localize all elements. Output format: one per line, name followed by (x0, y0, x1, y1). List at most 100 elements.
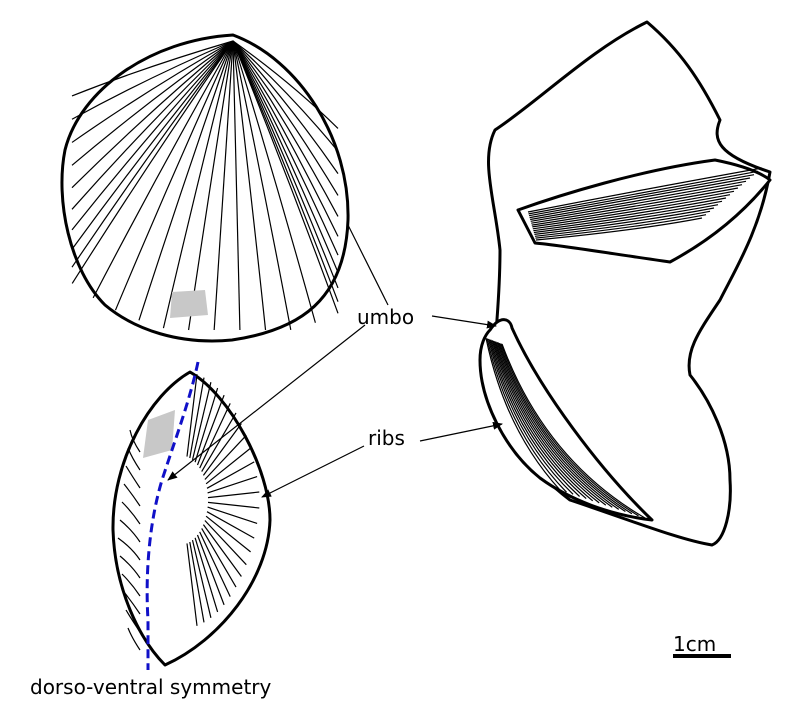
valve-rib-line (232, 40, 339, 273)
valve-rib-line (232, 40, 339, 174)
edge-ribs-right (186, 374, 260, 626)
upper-rib-line (531, 187, 739, 224)
edge-rib-line (201, 412, 237, 472)
edge-rib-line (121, 501, 141, 525)
valve-rib-line (71, 40, 234, 250)
edge-rib-line (205, 447, 251, 485)
scale-bar-label: 1cm (673, 632, 716, 656)
valve-rib-line (162, 40, 234, 329)
lower-rib-line (495, 341, 613, 508)
scale-bar (673, 654, 731, 658)
edge-ribs-left (117, 429, 141, 651)
lower-rib-line (492, 340, 600, 504)
symmetry-label: dorso-ventral symmetry (30, 675, 272, 699)
edge-rib-line (207, 476, 258, 494)
umbo-leader-edge (167, 324, 366, 481)
valve-rib-line (232, 40, 339, 196)
lower-rib-line (500, 343, 639, 517)
upper-rib-line (528, 170, 759, 215)
valve-rib-line (232, 40, 241, 331)
lower-rib-line (489, 339, 581, 497)
edge-rib-line (186, 374, 198, 457)
umbo-leader-top (347, 224, 389, 306)
valve-rib-line (71, 40, 234, 231)
valve-rib-line (232, 40, 339, 314)
lower-rib-line (487, 338, 574, 495)
edge-rib-line (201, 528, 237, 588)
valve-rib-line (232, 40, 339, 237)
edge-rib-line (202, 423, 242, 476)
lower-rib-line (490, 339, 587, 500)
upper-rib-line (532, 194, 731, 228)
valve-rib-line (71, 40, 234, 166)
edge-rib-line (129, 429, 141, 453)
valve-rib-line (232, 40, 316, 323)
lower-rib-line (491, 340, 594, 502)
valve-rib-line (232, 40, 339, 217)
upper-rib-line (528, 174, 755, 217)
valve-rib-line (232, 40, 339, 302)
upper-rib-line (533, 204, 719, 234)
valve-rib-line (213, 40, 234, 331)
edge-rib-line (202, 524, 242, 577)
edge-rib-line (204, 520, 247, 566)
valve-rib-line (232, 40, 267, 331)
edge-rib-line (119, 555, 141, 579)
ribbed-face-lower (478, 318, 654, 522)
attachment-scar-top (170, 290, 208, 318)
valve-rib-line (232, 40, 292, 330)
lower-rib-line (498, 342, 633, 515)
ribs-leader-edge (261, 445, 365, 498)
edge-rib-line (205, 515, 251, 553)
twisted-shell (478, 20, 772, 547)
edge-rib-line (189, 377, 205, 459)
upper-rib-line (535, 217, 703, 241)
edge-rib-line (125, 465, 141, 489)
lower-rib-line (501, 343, 646, 519)
valve-rib-line (114, 40, 234, 311)
upper-ribs (527, 167, 763, 241)
edge-rib-line (206, 461, 255, 489)
upper-rib-line (529, 177, 751, 219)
upper-rib-line (531, 190, 735, 226)
edge-rib-line (199, 531, 231, 597)
upper-rib-line (532, 197, 727, 230)
valve-rib-line (71, 40, 234, 268)
ribs-label: ribs (368, 426, 405, 450)
upper-rib-line (527, 167, 763, 213)
attachment-scar-edge (143, 410, 175, 458)
edge-rib-line (207, 501, 260, 509)
upper-rib-line (530, 180, 747, 221)
edge-rib-line (194, 537, 219, 613)
edge-rib-line (207, 506, 258, 524)
edge-rib-line (206, 511, 255, 539)
symmetry-axis (145, 361, 200, 670)
valve-rib-line (71, 40, 234, 284)
valve-side-view (60, 33, 350, 343)
edge-rib-line (123, 591, 141, 615)
edge-rib-line (199, 403, 231, 469)
valve-rib-line (232, 40, 339, 129)
valve-rib-line (71, 40, 234, 120)
edge-rib-line (207, 491, 260, 499)
valve-rib-line (71, 40, 234, 210)
lower-ribs (485, 337, 646, 519)
valve-rib-line (71, 40, 234, 143)
upper-rib-line (530, 184, 743, 222)
edge-rib-line (191, 539, 212, 618)
upper-rib-line (533, 200, 723, 232)
upper-rib-line (534, 207, 715, 235)
valve-rib-line (92, 40, 234, 299)
edge-rib-line (127, 627, 141, 651)
valve-rib-line (138, 40, 234, 321)
valve-rib-line (71, 40, 234, 97)
ribs-leader-right (419, 421, 503, 442)
edge-rib-line (125, 609, 141, 633)
lower-rib-line (486, 338, 567, 493)
upper-rib-line (535, 214, 707, 239)
valve-ribs (71, 40, 339, 331)
edge-rib-line (186, 543, 198, 626)
lower-rib-line (497, 342, 626, 513)
